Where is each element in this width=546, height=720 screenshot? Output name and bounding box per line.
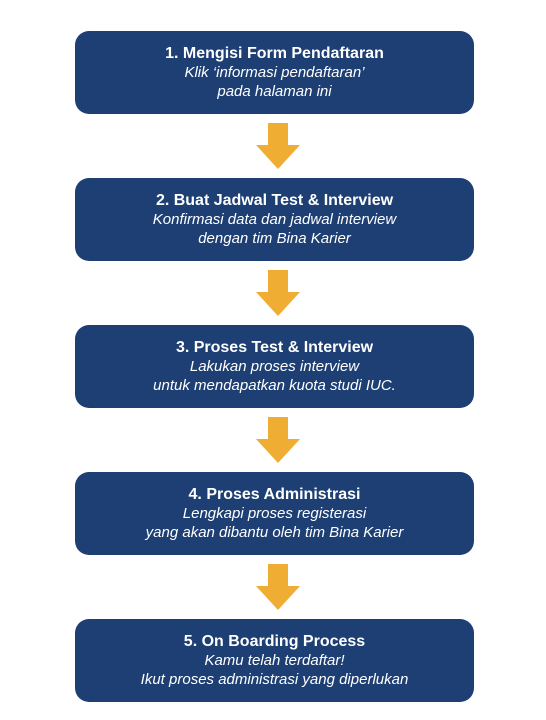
step-2-title: 2. Buat Jadwal Test & Interview	[155, 192, 394, 209]
down-arrow-icon	[256, 417, 300, 463]
step-3-box: 3. Proses Test & Interview Lakukan prose…	[75, 325, 474, 408]
step-1-title: 1. Mengisi Form Pendaftaran	[165, 45, 384, 62]
step-3-title: 3. Proses Test & Interview	[175, 339, 374, 356]
step-4-title: 4. Proses Administrasi	[188, 486, 361, 503]
step-5-desc-line1: Kamu telah terdaftar!	[204, 652, 345, 669]
step-2-desc-line2: dengan tim Bina Karier	[198, 230, 351, 247]
step-4-desc-line2: yang akan dibantu oleh tim Bina Karier	[145, 524, 404, 541]
step-1-desc-line2: pada halaman ini	[217, 83, 332, 100]
step-3-desc-line2: untuk mendapatkan kuota studi IUC.	[153, 377, 396, 394]
step-5-title: 5. On Boarding Process	[183, 633, 366, 650]
step-3-desc-line1: Lakukan proses interview	[189, 358, 360, 375]
down-arrow-icon	[256, 123, 300, 169]
step-2-desc-line1: Konfirmasi data dan jadwal interview	[152, 211, 397, 228]
step-1-desc-line1: Klik ‘informasi pendaftaran’	[184, 64, 365, 81]
step-4-box: 4. Proses Administrasi Lengkapi proses r…	[75, 472, 474, 555]
step-1-box: 1. Mengisi Form Pendaftaran Klik ‘inform…	[75, 31, 474, 114]
down-arrow-icon	[256, 564, 300, 610]
step-5-box: 5. On Boarding Process Kamu telah terdaf…	[75, 619, 474, 702]
down-arrow-icon	[256, 270, 300, 316]
step-4-desc-line1: Lengkapi proses registerasi	[182, 505, 367, 522]
step-5-desc-line2: Ikut proses administrasi yang diperlukan	[140, 671, 409, 688]
step-2-box: 2. Buat Jadwal Test & Interview Konfirma…	[75, 178, 474, 261]
